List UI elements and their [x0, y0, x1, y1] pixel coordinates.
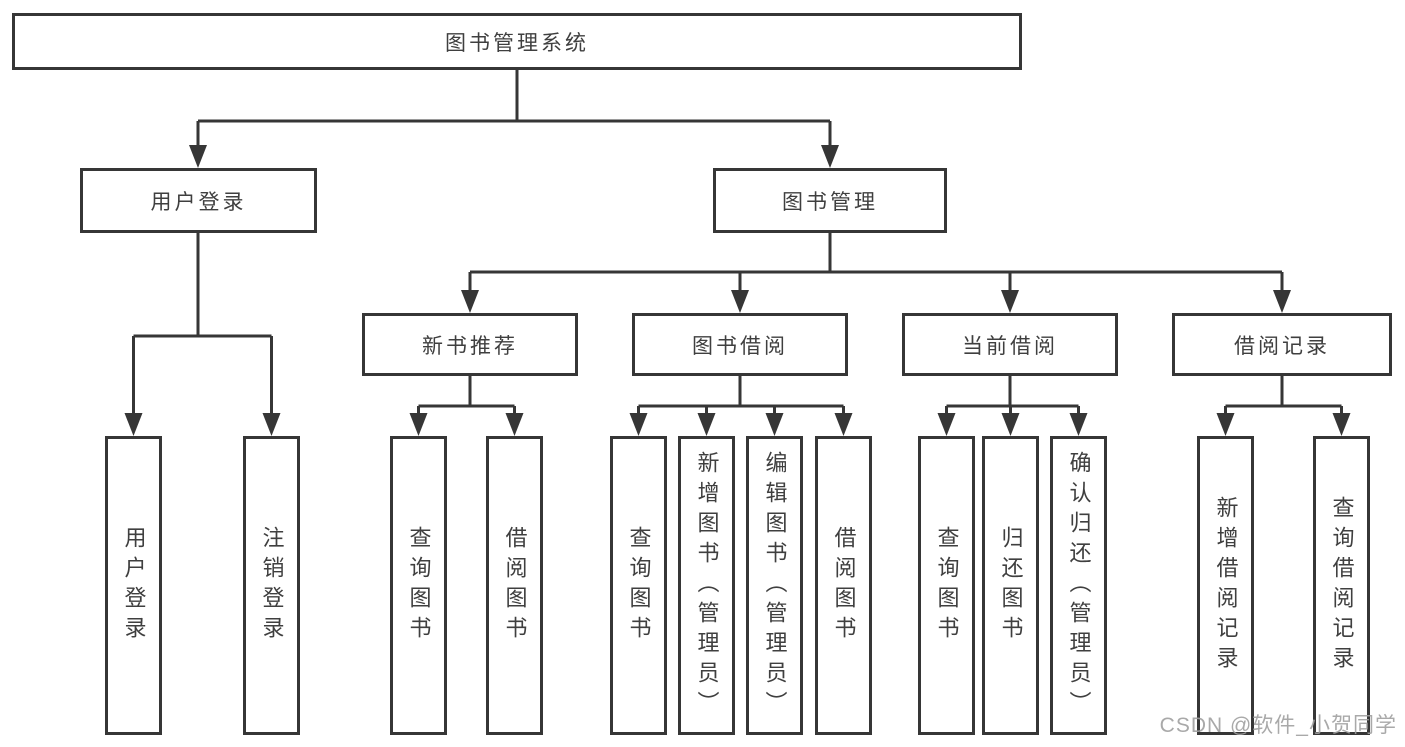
leaf-borrow-books-recommend: 借阅图书 [486, 436, 543, 735]
node-new-book-recommend: 新书推荐 [362, 313, 578, 376]
leaf-add-books-admin: 新增图书（管理员） [678, 436, 735, 735]
node-user-login: 用户登录 [80, 168, 317, 233]
leaf-query-borrow-record: 查询借阅记录 [1313, 436, 1370, 735]
node-borrow-records: 借阅记录 [1172, 313, 1392, 376]
csdn-watermark: CSDN @软件_小贺同学 [1159, 714, 1397, 737]
edges-borrow-records-to-leaves [1216, 376, 1351, 436]
leaf-query-books-recommend: 查询图书 [390, 436, 447, 735]
edges-current-borrow-to-leaves [937, 376, 1088, 436]
leaf-add-borrow-record: 新增借阅记录 [1197, 436, 1254, 735]
edges-book-management-to-level3 [461, 233, 1291, 313]
leaf-query-books-borrow: 查询图书 [610, 436, 667, 735]
node-book-borrow: 图书借阅 [632, 313, 848, 376]
edges-user-login-to-leaves [124, 233, 281, 436]
leaf-edit-books-admin: 编辑图书（管理员） [746, 436, 803, 735]
node-current-borrow: 当前借阅 [902, 313, 1118, 376]
node-book-management: 图书管理 [713, 168, 947, 233]
node-library-management-system: 图书管理系统 [12, 13, 1022, 70]
leaf-user-login: 用户登录 [105, 436, 162, 735]
edges-new-book-recommend-to-leaves [409, 376, 524, 436]
edges-book-borrow-to-leaves [629, 376, 853, 436]
leaf-confirm-return-admin: 确认归还（管理员） [1050, 436, 1107, 735]
leaf-return-books: 归还图书 [982, 436, 1039, 735]
edges-root-to-level2 [189, 70, 839, 168]
leaf-borrow-books-borrow: 借阅图书 [815, 436, 872, 735]
leaf-logout-login: 注销登录 [243, 436, 300, 735]
leaf-query-books-current: 查询图书 [918, 436, 975, 735]
